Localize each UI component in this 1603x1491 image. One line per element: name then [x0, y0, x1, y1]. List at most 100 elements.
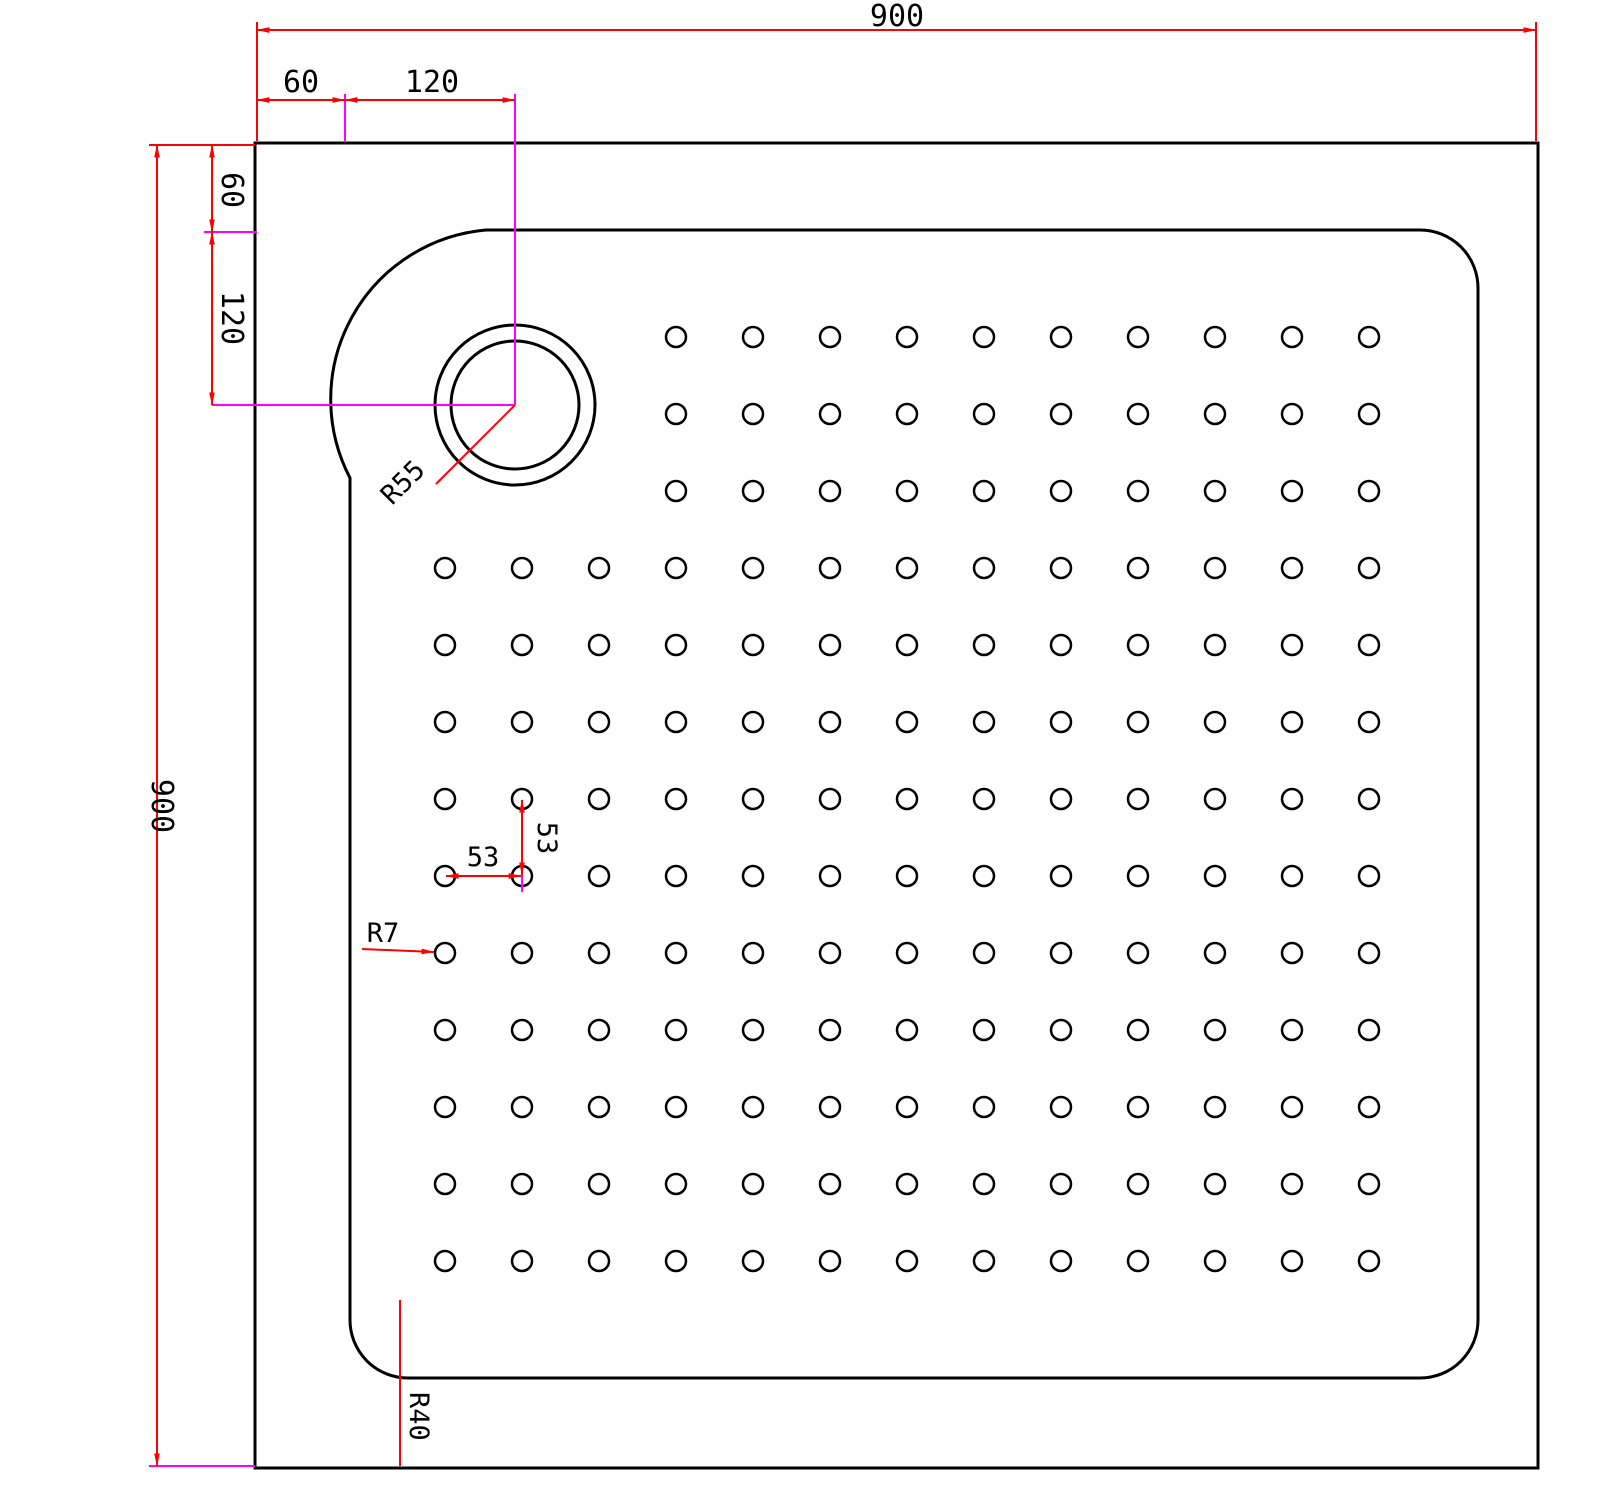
anti-slip-dot	[510, 710, 534, 734]
anti-slip-dot	[1049, 1018, 1073, 1042]
anti-slip-dot	[1280, 1172, 1304, 1196]
anti-slip-dot	[1126, 402, 1150, 426]
dim-label-drain-radius: R55	[375, 455, 431, 511]
dimension-labels: 900 60 120 900 60 120 R55 53 53 R7 R40	[144, 0, 924, 1441]
anti-slip-dot	[895, 941, 919, 965]
anti-slip-dot	[664, 941, 688, 965]
anti-slip-dot	[1203, 787, 1227, 811]
dim-label-dot-pitch-vertical: 53	[531, 822, 562, 855]
dim-label-dot-pitch-horizontal: 53	[467, 842, 500, 873]
anti-slip-dot	[1126, 787, 1150, 811]
anti-slip-dot	[1126, 1018, 1150, 1042]
anti-slip-dot	[1203, 1172, 1227, 1196]
anti-slip-dot	[818, 864, 842, 888]
anti-slip-dot	[587, 556, 611, 580]
anti-slip-dot	[1357, 864, 1381, 888]
anti-slip-dot	[1049, 1172, 1073, 1196]
anti-slip-dot	[664, 325, 688, 349]
anti-slip-dot	[1357, 1249, 1381, 1273]
anti-slip-dot	[587, 633, 611, 657]
anti-slip-dot	[1280, 941, 1304, 965]
anti-slip-dot	[664, 1095, 688, 1119]
anti-slip-dot	[1203, 1018, 1227, 1042]
anti-slip-dot	[587, 1249, 611, 1273]
anti-slip-dot	[1280, 1095, 1304, 1119]
anti-slip-dot	[1357, 556, 1381, 580]
anti-slip-dot	[972, 864, 996, 888]
anti-slip-dot	[664, 864, 688, 888]
anti-slip-dot	[433, 556, 457, 580]
tray-inner-edge	[329, 228, 1480, 1380]
anti-slip-dot	[1280, 556, 1304, 580]
anti-slip-dot	[664, 787, 688, 811]
anti-slip-dot	[972, 633, 996, 657]
anti-slip-dot	[741, 864, 765, 888]
dim-label-overall-height: 900	[144, 779, 179, 833]
anti-slip-dot	[1126, 941, 1150, 965]
anti-slip-dot	[818, 479, 842, 503]
anti-slip-dot	[741, 1172, 765, 1196]
anti-slip-dot	[1357, 633, 1381, 657]
anti-slip-dot	[1049, 941, 1073, 965]
anti-slip-dot	[1126, 1172, 1150, 1196]
anti-slip-dot	[818, 710, 842, 734]
anti-slip-dot	[972, 325, 996, 349]
anti-slip-dot	[1126, 710, 1150, 734]
anti-slip-dot	[587, 1172, 611, 1196]
anti-slip-dot	[818, 787, 842, 811]
anti-slip-dot	[741, 941, 765, 965]
outer-edge	[253, 141, 1540, 1470]
anti-slip-dot	[972, 710, 996, 734]
anti-slip-dot	[972, 941, 996, 965]
anti-slip-dot	[818, 325, 842, 349]
anti-slip-dot	[741, 556, 765, 580]
anti-slip-dot	[1049, 710, 1073, 734]
anti-slip-dot	[587, 710, 611, 734]
anti-slip-dot	[895, 710, 919, 734]
anti-slip-dot	[895, 787, 919, 811]
anti-slip-dot	[1049, 1095, 1073, 1119]
anti-slip-dot	[741, 787, 765, 811]
anti-slip-dot	[895, 1249, 919, 1273]
anti-slip-dot	[510, 1249, 534, 1273]
anti-slip-dot	[1049, 402, 1073, 426]
anti-slip-dot	[1203, 325, 1227, 349]
anti-slip-dot	[1049, 325, 1073, 349]
anti-slip-dot	[1049, 633, 1073, 657]
dim-label-top-offset-wall: 60	[283, 65, 319, 100]
anti-slip-dot	[664, 1249, 688, 1273]
anti-slip-dot	[1203, 402, 1227, 426]
anti-slip-dot	[741, 710, 765, 734]
anti-slip-dot	[1049, 1249, 1073, 1273]
anti-slip-dot	[895, 479, 919, 503]
anti-slip-dot	[1357, 1172, 1381, 1196]
anti-slip-dot	[1126, 633, 1150, 657]
anti-slip-dot	[664, 479, 688, 503]
dim-label-left-offset-wall: 60	[214, 172, 249, 208]
anti-slip-dot	[1049, 479, 1073, 503]
anti-slip-dot	[433, 1172, 457, 1196]
anti-slip-dot	[510, 1018, 534, 1042]
anti-slip-dot	[1049, 556, 1073, 580]
dim-label-corner-radius: R40	[403, 1392, 434, 1441]
anti-slip-dot	[510, 941, 534, 965]
dimension-lines	[149, 22, 1537, 1467]
anti-slip-dot	[433, 1018, 457, 1042]
anti-slip-dot	[587, 787, 611, 811]
dim-label-dot-radius: R7	[367, 918, 400, 949]
anti-slip-dot	[895, 633, 919, 657]
anti-slip-dot	[1049, 787, 1073, 811]
anti-slip-dot	[510, 1172, 534, 1196]
anti-slip-dot	[1049, 864, 1073, 888]
anti-slip-dot	[433, 710, 457, 734]
anti-slip-dot	[818, 556, 842, 580]
leader-line-drain-radius	[435, 404, 516, 485]
anti-slip-dot	[741, 479, 765, 503]
anti-slip-dot	[587, 864, 611, 888]
anti-slip-dot	[510, 1095, 534, 1119]
anti-slip-dot	[1357, 1095, 1381, 1119]
anti-slip-dot	[818, 1095, 842, 1119]
anti-slip-dot	[1357, 402, 1381, 426]
anti-slip-dot	[1357, 710, 1381, 734]
